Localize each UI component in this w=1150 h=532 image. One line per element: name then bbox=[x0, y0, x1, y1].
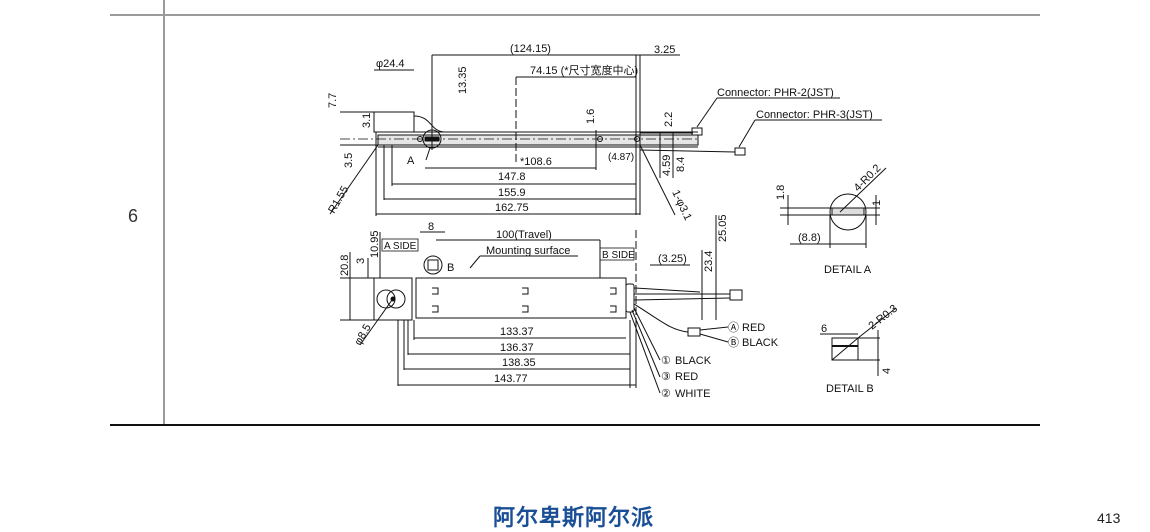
connector-phr2-label: Connector: PHR-2(JST) bbox=[717, 87, 834, 99]
dim-8-8: (8.8) bbox=[798, 232, 821, 244]
dim-8: 8 bbox=[428, 221, 434, 233]
dim-3-5: 3.5 bbox=[343, 153, 355, 168]
dim-10-95: 10.95 bbox=[369, 230, 381, 258]
dim-1: 1 bbox=[871, 200, 883, 206]
wire-b-color: BLACK bbox=[742, 337, 779, 349]
knob-housing bbox=[373, 277, 413, 321]
wire-3-color: RED bbox=[675, 371, 698, 383]
dim-phi24-4: φ24.4 bbox=[376, 58, 405, 70]
dim-143-77: 143.77 bbox=[494, 373, 528, 385]
dim-108-6: *108.6 bbox=[520, 156, 552, 168]
dim-1-8: 1.8 bbox=[775, 185, 787, 200]
dim-3: 3 bbox=[355, 258, 367, 264]
slider-body bbox=[415, 277, 627, 319]
wire-3-mark: ③ bbox=[661, 371, 671, 383]
wire-b-mark: Ⓑ bbox=[728, 336, 739, 349]
dim-2-2: 2.2 bbox=[663, 112, 675, 127]
dim-1-6: 1.6 bbox=[585, 109, 597, 124]
dim-136-37: 136.37 bbox=[500, 342, 534, 354]
dim-162-75: 162.75 bbox=[495, 202, 529, 214]
dim-20-8: 20.8 bbox=[339, 255, 351, 276]
wire-a-mark: Ⓐ bbox=[728, 321, 739, 334]
dim-4-r0-2: 4-R0.2 bbox=[852, 162, 884, 194]
dim-23-4: 23.4 bbox=[703, 251, 715, 272]
a-side-label: A SIDE bbox=[384, 241, 417, 252]
top-rule bbox=[110, 14, 1040, 16]
dim-2-r0-3: 2-R0.3 bbox=[866, 303, 899, 333]
wire-a-color: RED bbox=[742, 322, 765, 334]
dim-4: 4 bbox=[881, 368, 893, 374]
connector-phr2 bbox=[691, 127, 703, 136]
dim-25-05: 25.05 bbox=[717, 214, 729, 242]
detail-b-view bbox=[831, 337, 859, 361]
wire-1-mark: ① bbox=[661, 355, 671, 367]
page-number: 413 bbox=[1097, 510, 1121, 526]
dim-phi8-5: φ8.5 bbox=[352, 322, 374, 347]
dim-6: 6 bbox=[821, 323, 827, 335]
wire-2-mark: ② bbox=[661, 388, 671, 400]
detail-b-marker bbox=[423, 255, 443, 275]
dim-r1-55: R1.55 bbox=[326, 184, 351, 215]
detail-a-view bbox=[829, 193, 867, 231]
wire-1-color: BLACK bbox=[675, 355, 712, 367]
column-divider bbox=[163, 0, 165, 426]
mounting-surface-label: Mounting surface bbox=[486, 245, 570, 257]
travel-label: 100(Travel) bbox=[496, 229, 552, 241]
dim-124-15: (124.15) bbox=[510, 43, 551, 55]
dim-8-4: 8.4 bbox=[675, 157, 687, 172]
dim-3-25-top: 3.25 bbox=[654, 44, 675, 56]
knob-block bbox=[373, 111, 415, 133]
label-b: B bbox=[447, 262, 454, 274]
dim-74-15: 74.15 (*尺寸宽度中心) bbox=[530, 63, 638, 77]
dim-3-1: 3.1 bbox=[361, 113, 373, 128]
row-number: 6 bbox=[128, 206, 139, 226]
dim-138-35: 138.35 bbox=[502, 357, 536, 369]
dim-4-59: 4.59 bbox=[661, 155, 673, 176]
dim-155-9: 155.9 bbox=[498, 187, 526, 199]
detail-a-title: DETAIL A bbox=[824, 264, 872, 276]
label-a: A bbox=[407, 155, 415, 167]
detail-b-title: DETAIL B bbox=[826, 383, 874, 395]
connector-phr3-label: Connector: PHR-3(JST) bbox=[756, 109, 873, 121]
dim-133-37: 133.37 bbox=[500, 326, 534, 338]
connector-phr3 bbox=[734, 147, 746, 156]
dim-phi3-1: 1-φ3.1 bbox=[669, 188, 693, 222]
b-side-label: B SIDE bbox=[602, 250, 635, 261]
bottom-rule bbox=[110, 424, 1040, 426]
wire-2-color: WHITE bbox=[675, 388, 710, 400]
slider-rail-top bbox=[377, 134, 699, 146]
dim-3-25-side: (3.25) bbox=[658, 253, 687, 265]
dim-7-7: 7.7 bbox=[327, 93, 339, 108]
dim-4-87: (4.87) bbox=[608, 152, 634, 163]
dim-147-8: 147.8 bbox=[498, 171, 526, 183]
brand-name: 阿尔卑斯阿尔派 bbox=[493, 506, 655, 531]
connector-3pin bbox=[729, 289, 743, 301]
dim-13-35: 13.35 bbox=[457, 66, 469, 94]
